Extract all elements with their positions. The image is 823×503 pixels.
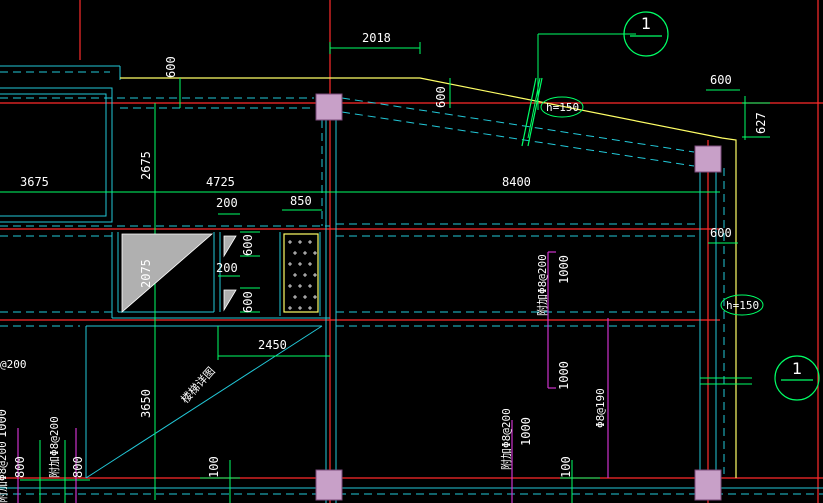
section-cut [521, 77, 543, 147]
dim-1000-c: 1000 [519, 417, 533, 446]
rebar-c-label: 附加Φ8@200 [499, 408, 513, 470]
stair-label: 楼梯详图 [178, 364, 218, 406]
dim-1000-d: 1000 [0, 409, 9, 438]
annotation-texts: h=150 h=150 1 1 @200 附加Φ8@200 Φ8@190 附加Φ… [0, 14, 802, 503]
beam-dashed [0, 71, 823, 495]
dim-600-top-right: 600 [710, 73, 732, 87]
dim-600-right: 600 [710, 226, 732, 240]
slab-edge [120, 77, 737, 478]
dim-600-c: 600 [241, 234, 255, 256]
dim-4725: 4725 [206, 175, 235, 189]
dim-200-a: 200 [216, 196, 238, 210]
axis-right-label: 1 [792, 359, 802, 378]
dim-627: 627 [754, 112, 768, 134]
rebar-lines [17, 251, 609, 503]
dim-100-a: 100 [207, 456, 221, 478]
h150-right-label: h=150 [726, 299, 759, 312]
dim-1000-a: 1000 [557, 255, 571, 284]
dim-3675: 3675 [20, 175, 49, 189]
dim-8400: 8400 [502, 175, 531, 189]
columns [315, 93, 722, 501]
h150-top-label: h=150 [546, 101, 579, 114]
dim-2075: 2075 [139, 259, 153, 288]
dim-850: 850 [290, 194, 312, 208]
dim-3650: 3650 [139, 389, 153, 418]
dim-2018: 2018 [362, 31, 391, 45]
dim-600-top-left: 600 [164, 56, 178, 78]
dim-200-b: 200 [216, 261, 238, 275]
rebar-d-label: 附加Φ8@200 [47, 416, 61, 478]
rebar-left-label: @200 [0, 358, 27, 371]
hatch-block [283, 233, 319, 313]
dim-2675: 2675 [139, 151, 153, 180]
dim-800-b: 800 [71, 456, 85, 478]
beam-solid [0, 65, 823, 503]
axis-top-label: 1 [641, 14, 651, 33]
h150-ellipses [540, 96, 764, 316]
dim-2450: 2450 [258, 338, 287, 352]
dim-800-a: 800 [13, 456, 27, 478]
stair-triangles [121, 233, 237, 313]
axis-bubble-top [623, 11, 669, 57]
rebar-e-label: 附加Φ8@200 [0, 441, 9, 503]
dimension-texts: 2018 600 600 600 627 3675 2675 4725 8400… [0, 31, 768, 478]
dim-600-d: 600 [241, 291, 255, 313]
dim-100-b: 100 [559, 456, 573, 478]
dimension-lines [0, 33, 770, 503]
dim-600-mid: 600 [434, 86, 448, 108]
dim-1000-b: 1000 [557, 361, 571, 390]
rebar-a-label: 附加Φ8@200 [535, 254, 549, 316]
rebar-b-label: Φ8@190 [594, 388, 607, 428]
axis-bubble-right [774, 355, 820, 401]
